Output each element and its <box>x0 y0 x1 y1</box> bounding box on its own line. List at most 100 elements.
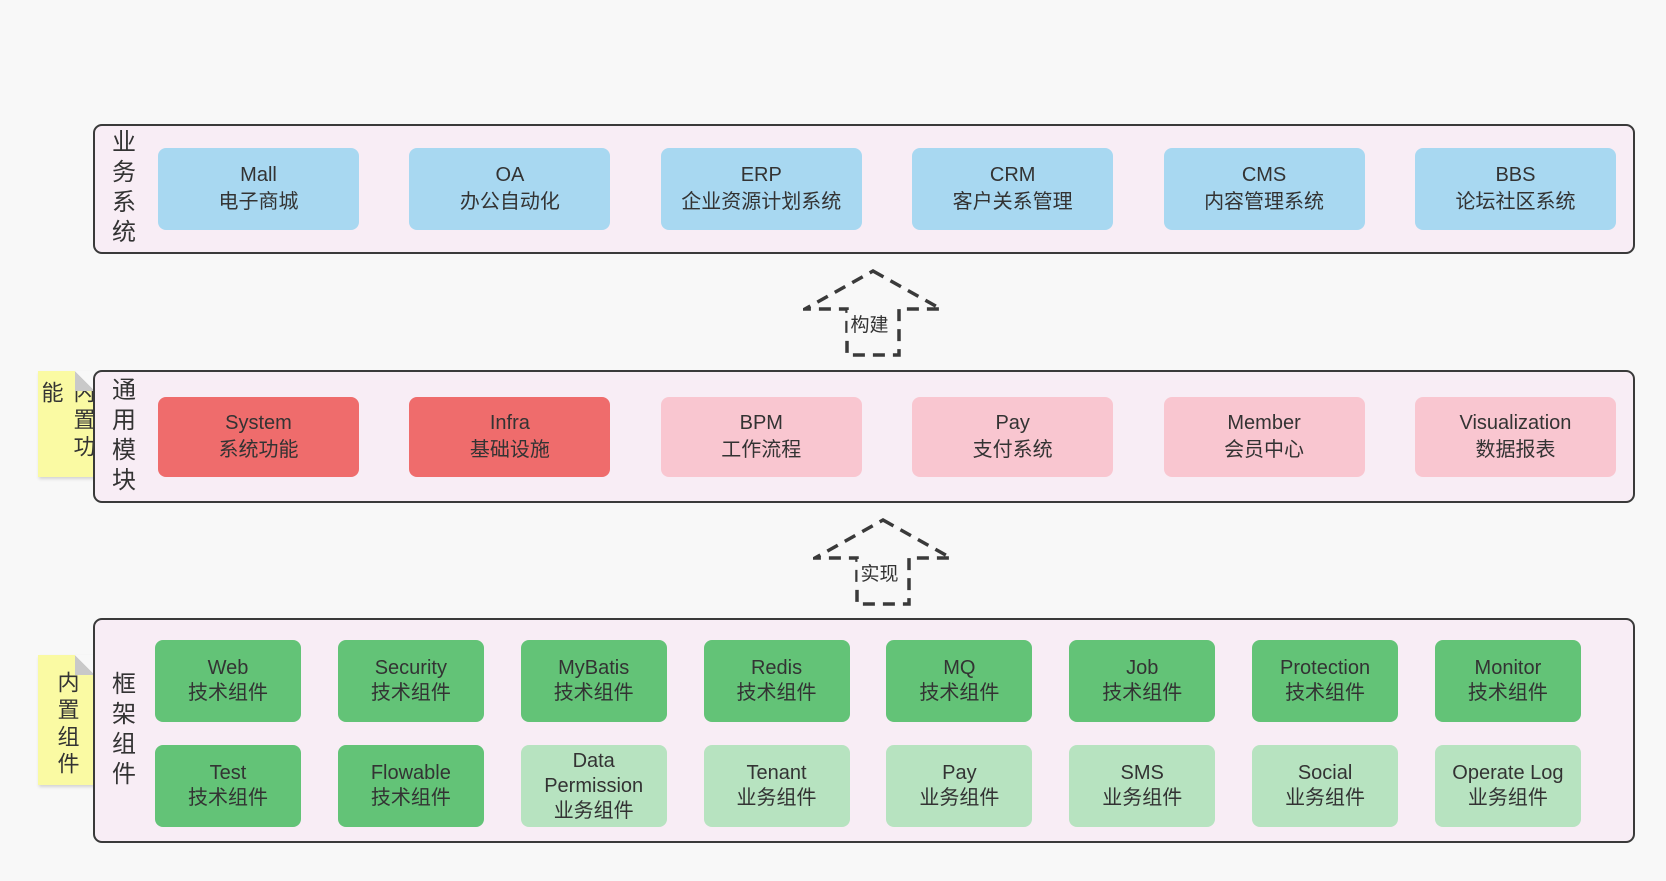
component-subtitle: 技术组件 <box>370 787 451 809</box>
layer-label-column: 通用模块 <box>97 372 145 501</box>
component-title: Pay <box>942 762 977 784</box>
component-title: Tenant <box>746 762 807 784</box>
panel-framework-components: 框架组件 Web 技术组件 Security 技术组件 MyBatis 技术组件… <box>93 618 1635 843</box>
module-subtitle: 支付系统 <box>972 438 1053 461</box>
component-subtitle: 技术组件 <box>1285 682 1366 704</box>
component-subtitle: 技术组件 <box>1102 682 1183 704</box>
component-box-mq: MQ 技术组件 <box>886 640 1033 722</box>
component-subtitle: 业务组件 <box>1102 787 1183 809</box>
component-title: MQ <box>943 657 976 679</box>
component-title: Monitor <box>1474 657 1542 679</box>
module-subtitle: 工作流程 <box>721 438 802 461</box>
component-title: Redis <box>750 657 803 679</box>
module-box-system: System 系统功能 <box>158 396 359 477</box>
module-title: CMS <box>1241 164 1287 186</box>
module-box-oa: OA 办公自动化 <box>409 148 611 230</box>
module-subtitle: 数据报表 <box>1475 438 1556 461</box>
component-box-test: Test 技术组件 <box>155 745 301 827</box>
component-subtitle: 业务组件 <box>919 787 1000 809</box>
module-subtitle: 基础设施 <box>469 438 550 461</box>
component-title: Web <box>207 657 249 679</box>
component-box-redis: Redis 技术组件 <box>703 640 850 722</box>
component-title: SMS <box>1120 762 1164 784</box>
panel-common-modules: 通用模块 System 系统功能 Infra 基础设施 BPM 工作流程 Pay… <box>93 370 1635 503</box>
module-box-erp: ERP 企业资源计划系统 <box>660 148 862 230</box>
component-title: Test <box>209 762 247 784</box>
module-box-bpm: BPM 工作流程 <box>660 396 862 477</box>
component-box-operate-log: Operate Log 业务组件 <box>1434 745 1581 827</box>
component-box-security: Security 技术组件 <box>337 640 484 722</box>
module-title: BPM <box>739 411 783 434</box>
component-subtitle: 技术组件 <box>736 682 817 704</box>
sticky-note-built-in-components: 内置组件 <box>38 655 95 785</box>
module-box-visualization: Visualization 数据报表 <box>1414 396 1616 477</box>
component-box-social: Social 业务组件 <box>1252 745 1399 827</box>
module-title: Mall <box>240 164 277 186</box>
component-box-tenant: Tenant 业务组件 <box>703 745 850 827</box>
up-arrow-build: 构建 <box>803 268 943 358</box>
panel-business-systems: 业务系统 Mall 电子商城 OA 办公自动化 ERP 企业资源计划系统 CRM… <box>93 124 1635 254</box>
component-box-web: Web 技术组件 <box>155 640 301 722</box>
module-title: ERP <box>740 164 782 186</box>
component-title: Data Permission <box>544 749 644 797</box>
layer-label-common-modules: 通用模块 <box>107 376 135 497</box>
component-subtitle: 业务组件 <box>1285 787 1366 809</box>
sticky-label: 内置组件 <box>54 671 80 779</box>
module-title: BBS <box>1495 164 1536 186</box>
component-box-data-permission: Data Permission 业务组件 <box>520 745 667 827</box>
module-box-cms: CMS 内容管理系统 <box>1163 148 1365 230</box>
component-subtitle: 业务组件 <box>736 787 817 809</box>
module-title: OA <box>495 164 525 186</box>
component-subtitle: 业务组件 <box>1467 787 1548 809</box>
component-title: Flowable <box>370 762 451 784</box>
module-title: Pay <box>995 411 1030 434</box>
module-subtitle: 企业资源计划系统 <box>681 191 842 213</box>
module-box-crm: CRM 客户关系管理 <box>912 148 1114 230</box>
component-subtitle: 技术组件 <box>553 682 634 704</box>
component-box-sms: SMS 业务组件 <box>1069 745 1216 827</box>
component-subtitle: 技术组件 <box>1467 682 1548 704</box>
component-title: MyBatis <box>558 657 630 679</box>
framework-components-row-2: Test 技术组件 Flowable 技术组件 Data Permission … <box>145 745 1633 827</box>
sticky-label: 内置功能 <box>38 381 96 462</box>
component-box-monitor: Monitor 技术组件 <box>1434 640 1581 722</box>
module-subtitle: 办公自动化 <box>459 191 560 213</box>
module-box-mall: Mall 电子商城 <box>158 148 359 230</box>
component-subtitle: 业务组件 <box>553 799 634 822</box>
module-title: System <box>225 411 292 434</box>
dashed-up-arrow-icon <box>803 268 943 357</box>
component-box-flowable: Flowable 技术组件 <box>337 745 484 827</box>
sticky-note-built-in-features: 内置功能 <box>38 371 96 477</box>
arrow-label-build: 构建 <box>847 310 892 337</box>
framework-components-row-1: Web 技术组件 Security 技术组件 MyBatis 技术组件 Redi… <box>145 640 1633 722</box>
component-subtitle: 技术组件 <box>188 682 268 704</box>
module-box-bbs: BBS 论坛社区系统 <box>1414 148 1616 230</box>
layer-label-business-systems: 业务系统 <box>107 129 135 249</box>
module-title: CRM <box>989 164 1036 186</box>
module-title: Member <box>1227 411 1301 434</box>
module-title: Infra <box>489 411 530 434</box>
common-modules-boxes: System 系统功能 Infra 基础设施 BPM 工作流程 Pay 支付系统… <box>145 372 1633 501</box>
module-box-infra: Infra 基础设施 <box>409 396 611 477</box>
module-subtitle: 会员中心 <box>1224 438 1305 461</box>
component-subtitle: 技术组件 <box>370 682 451 704</box>
up-arrow-implement: 实现 <box>813 517 953 607</box>
component-title: Security <box>374 657 447 679</box>
layer-label-column: 业务系统 <box>97 126 145 252</box>
component-box-protection: Protection 技术组件 <box>1252 640 1399 722</box>
arrow-label-implement: 实现 <box>857 559 902 586</box>
module-subtitle: 系统功能 <box>218 438 299 461</box>
component-title: Social <box>1297 762 1353 784</box>
component-subtitle: 技术组件 <box>188 787 268 809</box>
component-title: Job <box>1126 657 1159 679</box>
layer-label-framework-components: 框架组件 <box>107 670 135 791</box>
component-subtitle: 技术组件 <box>919 682 1000 704</box>
component-box-pay: Pay 业务组件 <box>886 745 1033 827</box>
module-subtitle: 电子商城 <box>218 191 299 213</box>
module-box-member: Member 会员中心 <box>1163 396 1365 477</box>
component-box-job: Job 技术组件 <box>1069 640 1216 722</box>
component-title: Operate Log <box>1452 762 1564 784</box>
component-box-mybatis: MyBatis 技术组件 <box>520 640 667 722</box>
layer-label-column: 框架组件 <box>97 620 145 841</box>
